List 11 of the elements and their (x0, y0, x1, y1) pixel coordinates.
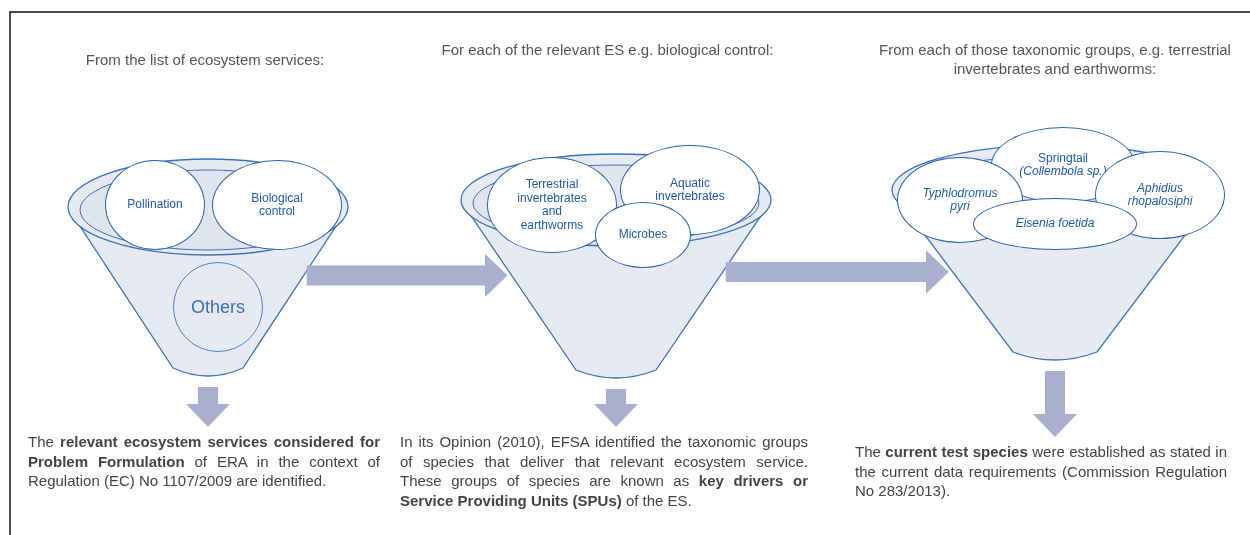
description-text: The current test species were established as stated in the current data requirements (Commission Regulation No 283/2013). (855, 442, 1227, 501)
step-heading: From the list of ecosystem services: (84, 50, 326, 69)
step-heading: For each of the relevant ES e.g. biological control: (440, 40, 775, 59)
block-arrow (1033, 371, 1077, 437)
step-heading: From each of those taxonomic groups, e.g. terrestrial invertebrates and earthworms: (878, 40, 1232, 78)
description-text: The relevant ecosystem services considered for Problem Formulation of ERA in the context of Regulation (EC) No 1107/2009 are identified. (28, 432, 380, 491)
block-arrow (186, 387, 230, 427)
block-arrow (594, 389, 638, 427)
block-arrow (306, 253, 508, 298)
block-arrow (725, 250, 949, 294)
description-text: In its Opinion (2010), EFSA identified the taxonomic groups of species that deliver that relevant ecosystem service. These groups of species are known as key drivers or Service Providing Units (SPUs) of the ES. (400, 432, 808, 510)
